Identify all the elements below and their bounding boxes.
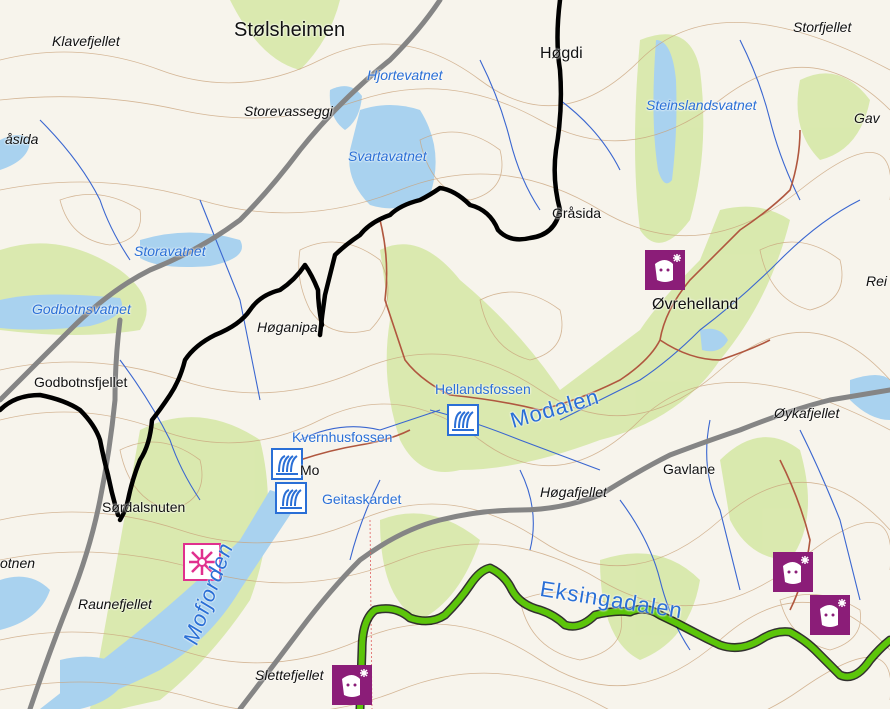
waterfall-icon[interactable]	[271, 448, 303, 480]
label-grasida: Gråsida	[552, 205, 602, 221]
label-oykafjellet: Øykafjellet	[774, 405, 840, 421]
label-kvernhusfossen: Kvernhusfossen	[292, 429, 393, 445]
label-storavatnet: Storavatnet	[134, 243, 206, 259]
sheep-farm-icon[interactable]	[645, 250, 685, 290]
label-godbotnsfjellet: Godbotnsfjellet	[34, 374, 128, 390]
label-storevasseggi: Storevasseggi	[244, 103, 333, 119]
label-hjortevatnet: Hjortevatnet	[367, 67, 443, 83]
label-ovrehelland: Øvrehelland	[652, 296, 739, 313]
label-hellandsfossen: Hellandsfossen	[435, 381, 531, 397]
label-hoganipa: Høganipa	[257, 319, 318, 335]
label-steinslandsvatnet: Steinslandsvatnet	[646, 97, 757, 113]
label-gav: Gav	[854, 110, 880, 126]
label-slettefjellet: Slettefjellet	[255, 667, 324, 683]
label-hogdi: Høgdi	[540, 45, 583, 62]
label-sordalsnuten: Sørdalsnuten	[102, 499, 186, 515]
label-rei: Rei	[866, 273, 888, 289]
label-geitaskardet: Geitaskardet	[322, 491, 402, 507]
label-storfjellet: Storfjellet	[793, 19, 852, 35]
label-raunefjellet: Raunefjellet	[78, 596, 152, 612]
sheep-farm-icon[interactable]	[773, 552, 813, 592]
attraction-icon[interactable]	[183, 543, 221, 581]
municipal-border	[0, 0, 564, 523]
label-gavlane: Gavlane	[663, 461, 716, 477]
label-mo: Mo	[300, 462, 320, 478]
contour-lines	[0, 21, 890, 709]
waterfall-icon[interactable]	[447, 404, 479, 436]
label-botnen: otnen	[0, 555, 36, 571]
label-stolsheimen: Stølsheimen	[234, 19, 346, 41]
label-grasida-west: åsida	[5, 131, 39, 147]
sheep-farm-icon[interactable]	[332, 665, 372, 705]
water-bodies	[0, 40, 890, 709]
waterfall-icon[interactable]	[275, 482, 307, 514]
label-godbotnsvatnet: Godbotnsvatnet	[32, 301, 131, 317]
green-route	[357, 565, 890, 709]
label-svartavatnet: Svartavatnet	[348, 148, 427, 164]
label-hogafjellet: Høgafjellet	[540, 484, 607, 500]
sheep-farm-icon[interactable]	[810, 595, 850, 635]
forest-areas	[0, 0, 870, 709]
label-klavefjellet: Klavefjellet	[52, 33, 120, 49]
